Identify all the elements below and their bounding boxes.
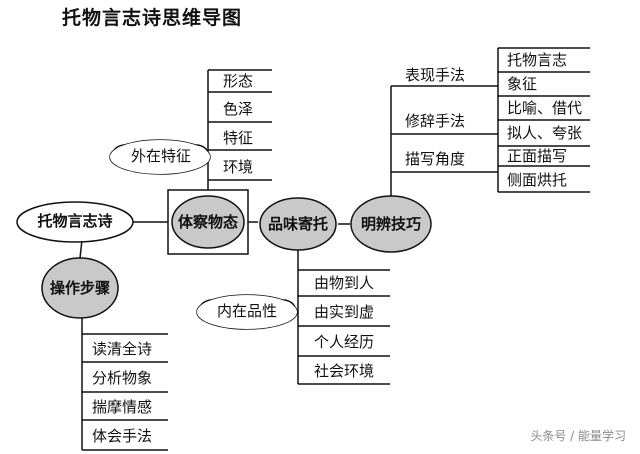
step-item-1: 读清全诗 bbox=[92, 340, 153, 358]
savor-node bbox=[259, 197, 337, 251]
outer-item-shape: 形态 bbox=[223, 72, 254, 90]
step-item-2: 分析物象 bbox=[92, 369, 153, 387]
diagram-title: 托物言志诗思维导图 bbox=[62, 7, 243, 29]
steps-label: 操作步骤 bbox=[49, 279, 110, 297]
inner-cloud bbox=[196, 294, 298, 330]
outer-item-color: 色泽 bbox=[223, 100, 254, 118]
root-node bbox=[16, 201, 134, 243]
observe-node bbox=[171, 195, 245, 249]
skill-item-1: 托物言志 bbox=[507, 51, 568, 69]
watermark: 头条号 / 能量学习 bbox=[530, 429, 626, 443]
inner-item-2: 由实到虚 bbox=[314, 303, 375, 321]
skills-label: 明辨技巧 bbox=[360, 215, 421, 233]
skill-group-rhetoric: 修辞手法 bbox=[405, 112, 466, 130]
skill-item-3: 比喻、借代 bbox=[507, 99, 583, 117]
skill-item-2: 象征 bbox=[507, 75, 538, 93]
skill-group-expression: 表现手法 bbox=[405, 66, 466, 84]
outer-item-environment: 环境 bbox=[223, 158, 254, 176]
inner-item-4: 社会环境 bbox=[314, 362, 375, 380]
inner-item-3: 个人经历 bbox=[314, 333, 375, 351]
root-label: 托物言志诗 bbox=[37, 212, 113, 230]
inner-item-1: 由物到人 bbox=[314, 274, 375, 292]
skills-node bbox=[350, 195, 432, 253]
skill-item-4: 拟人、夸张 bbox=[507, 124, 583, 142]
skill-item-5: 正面描写 bbox=[507, 147, 568, 165]
skill-item-6: 侧面烘托 bbox=[507, 171, 568, 189]
observe-label: 体察物态 bbox=[177, 213, 238, 231]
step-item-3: 揣摩情感 bbox=[92, 398, 153, 416]
skill-group-perspective: 描写角度 bbox=[405, 150, 466, 168]
step-item-4: 体会手法 bbox=[92, 427, 153, 445]
outer-cloud bbox=[109, 139, 211, 175]
outer-item-feature: 特征 bbox=[223, 129, 254, 147]
inner-label: 内在品性 bbox=[216, 302, 277, 320]
steps-node bbox=[41, 257, 119, 319]
outer-label: 外在特征 bbox=[130, 147, 191, 165]
savor-label: 品味寄托 bbox=[267, 215, 328, 233]
